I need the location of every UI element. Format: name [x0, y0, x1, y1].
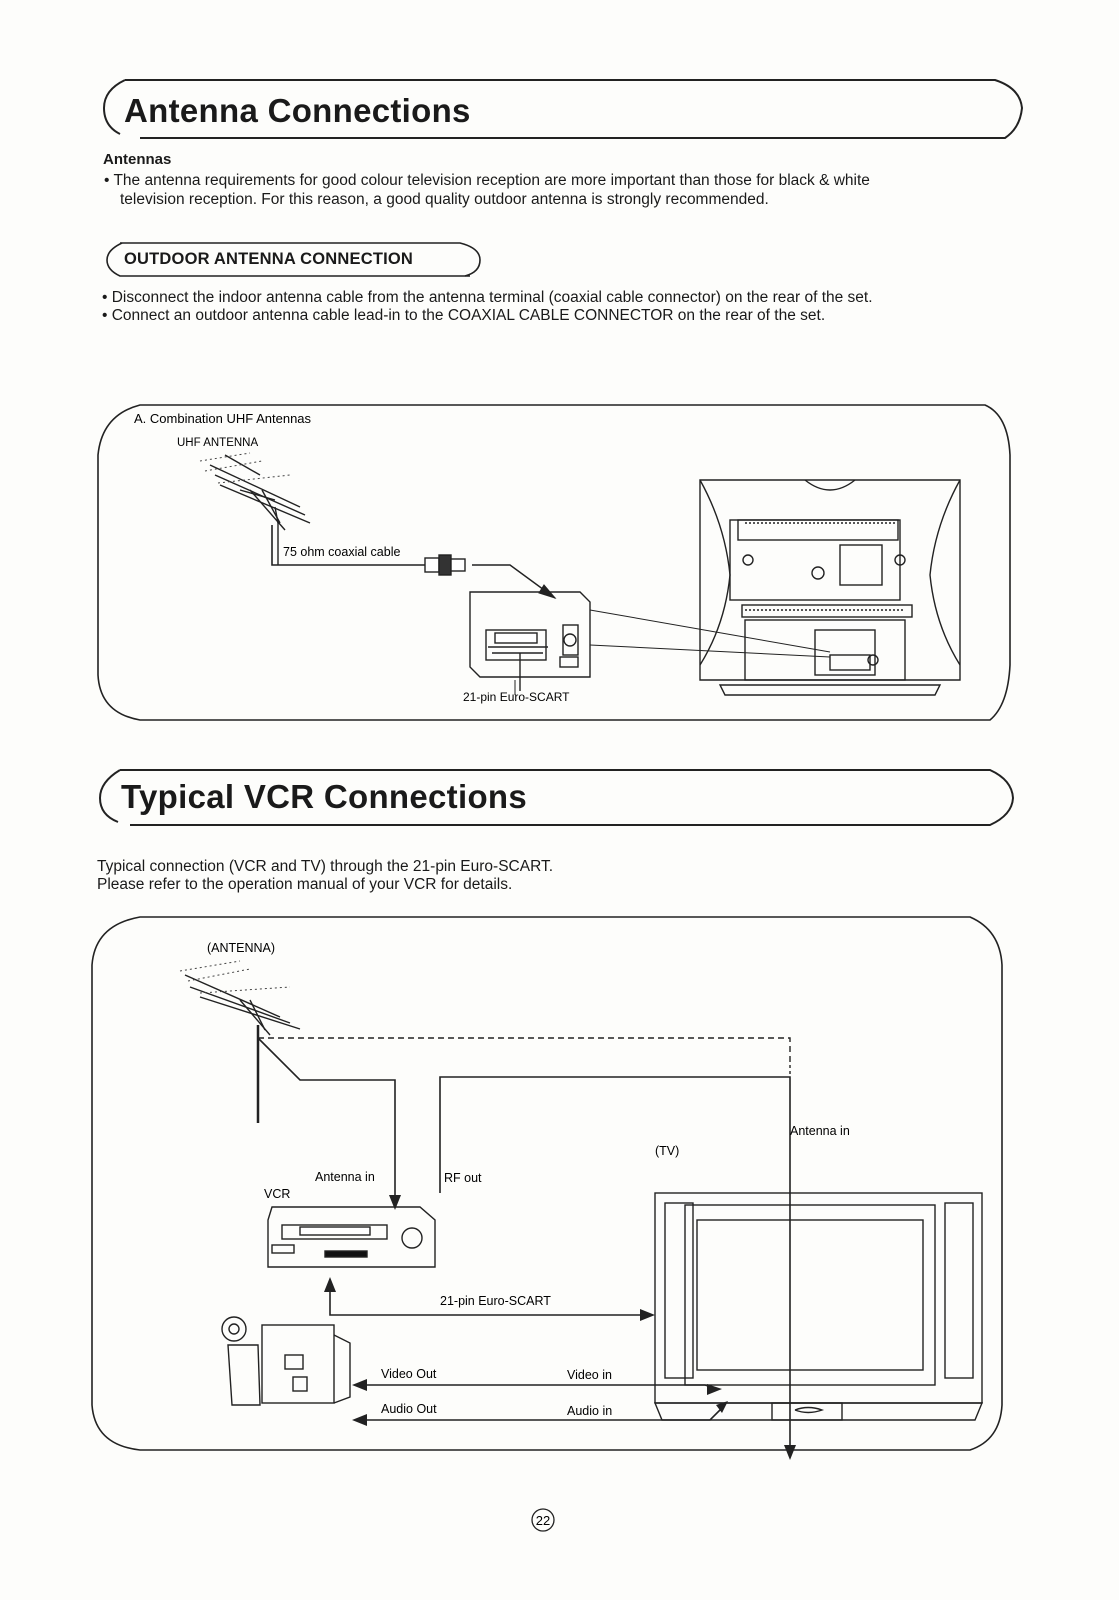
video-camera-drawing — [221, 1316, 351, 1406]
page-title: Antenna Connections — [124, 92, 471, 129]
antenna-connection-figure: 75 ohm coaxial cable A. Combination UHF … — [97, 404, 1011, 721]
antennas-bullet-line-2: television reception. For this reason, a… — [120, 191, 769, 208]
tv-front-drawing — [653, 1192, 984, 1421]
label-combination-uhf: A. Combination UHF Antennas — [134, 411, 312, 426]
label-audio-in: Audio in — [567, 1404, 612, 1418]
label-video-in: Video in — [567, 1368, 612, 1382]
vcr-drawing — [267, 1206, 436, 1268]
label-uhf-antenna: UHF ANTENNA — [177, 437, 258, 449]
tv-rear-drawing — [699, 479, 961, 696]
label-75-ohm-cable: 75 ohm coaxial cable — [283, 545, 400, 559]
label-antenna: (ANTENNA) — [207, 941, 275, 955]
label-video-out: Video Out — [381, 1367, 437, 1381]
antennas-bullet-line-1: • The antenna requirements for good colo… — [104, 172, 870, 189]
figure1-frame — [97, 404, 1011, 721]
label-rf-out: RF out — [444, 1171, 482, 1185]
page-number-circle: 22 — [531, 1508, 555, 1532]
vcr-connections-banner-frame — [98, 769, 1015, 826]
page-number: 22 — [536, 1513, 550, 1528]
label-scart-fig2: 21-pin Euro-SCART — [440, 1294, 551, 1308]
label-antenna-in-tv: Antenna in — [790, 1124, 850, 1138]
antenna-connections-banner-frame — [102, 79, 1024, 139]
outdoor-bullet-1: • Disconnect the indoor antenna cable fr… — [102, 289, 873, 306]
label-audio-out: Audio Out — [381, 1402, 437, 1416]
vcr-intro-line-2: Please refer to the operation manual of … — [97, 876, 513, 893]
vcr-section-title: Typical VCR Connections — [121, 778, 528, 815]
vcr-connection-figure: (ANTENNA) Antenna in (TV) Antenna in VCR… — [91, 916, 1003, 1460]
uhf-antenna-drawing — [209, 454, 311, 565]
outdoor-bullet-2: • Connect an outdoor antenna cable lead-… — [102, 307, 826, 324]
label-scart-fig1: 21-pin Euro-SCART — [463, 690, 570, 704]
outdoor-antenna-subtitle: OUTDOOR ANTENNA CONNECTION — [124, 250, 414, 268]
vcr-intro-line-1: Typical connection (VCR and TV) through … — [97, 858, 554, 875]
label-tv: (TV) — [655, 1144, 679, 1158]
coaxial-cable — [271, 525, 425, 566]
antenna-drawing — [184, 974, 301, 1123]
label-vcr: VCR — [264, 1187, 290, 1201]
outdoor-antenna-subtitle-frame — [106, 242, 481, 277]
antennas-heading: Antennas — [103, 151, 172, 168]
scart-panel-drawing — [469, 591, 591, 691]
coax-plug-icon — [424, 554, 466, 576]
label-antenna-in-vcr: Antenna in — [315, 1170, 375, 1184]
figure2-frame — [91, 916, 1003, 1451]
